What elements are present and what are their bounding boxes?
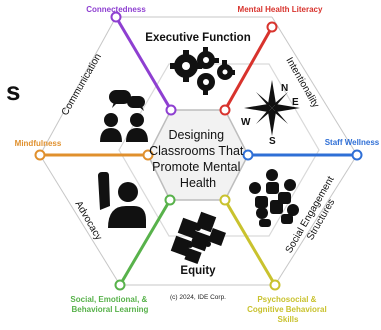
dot-psy-outer: [269, 279, 281, 291]
svg-text:N: N: [281, 83, 288, 94]
puzzle-icon: [170, 211, 226, 265]
puzzle-people-icon: [249, 169, 299, 227]
dot-mhl-outer: [266, 21, 278, 33]
spoke-mental-health-literacy: [223, 26, 274, 111]
dot-mind-outer: [34, 149, 46, 161]
spoke-label-connectedness: Connectedness: [86, 5, 146, 14]
spoke-label-psychosocial: Psychosocial & Cognitive Behavioral Skil…: [247, 295, 329, 324]
spoke-sel: [118, 199, 172, 286]
center-title: Designing Classrooms That Promote Mental…: [149, 128, 247, 190]
label-intentionality: Intentionality: [283, 56, 321, 110]
spoke-label-sel: Social, Emotional, & Behavioral Learning: [70, 295, 149, 314]
spoke-psychosocial: [223, 199, 277, 286]
label-equity: Equity: [180, 265, 216, 277]
label-communication: Communication: [60, 52, 104, 118]
copyright-text: (c) 2024, IDE Corp.: [170, 294, 226, 301]
gears-icon: [170, 47, 235, 95]
spoke-connectedness: [114, 16, 173, 111]
spoke-label-mental-health-literacy: Mental Health Literacy: [238, 5, 323, 14]
spokes: [39, 16, 358, 286]
spoke-endpoints: [34, 11, 363, 291]
label-executive-function: Executive Function: [145, 32, 250, 44]
raised-hand-icon: [98, 172, 146, 228]
svg-text:E: E: [292, 97, 299, 108]
spoke-label-staff-wellness: Staff Wellness: [325, 138, 380, 147]
inner-dots: [142, 104, 254, 206]
spoke-label-mindfulness: Mindfulness: [15, 139, 62, 148]
svg-text:S: S: [269, 136, 276, 147]
compass-icon: N E W S: [241, 80, 300, 147]
edge-fragment: s: [6, 76, 20, 106]
label-advocacy: Advocacy: [73, 199, 104, 242]
outer-hexagon: [118, 63, 320, 237]
svg-text:W: W: [241, 117, 251, 128]
conversation-icon: [100, 90, 148, 142]
dot-sel-outer: [114, 279, 126, 291]
dot-staff-outer: [351, 149, 363, 161]
dot-connectedness-outer: [110, 11, 122, 23]
